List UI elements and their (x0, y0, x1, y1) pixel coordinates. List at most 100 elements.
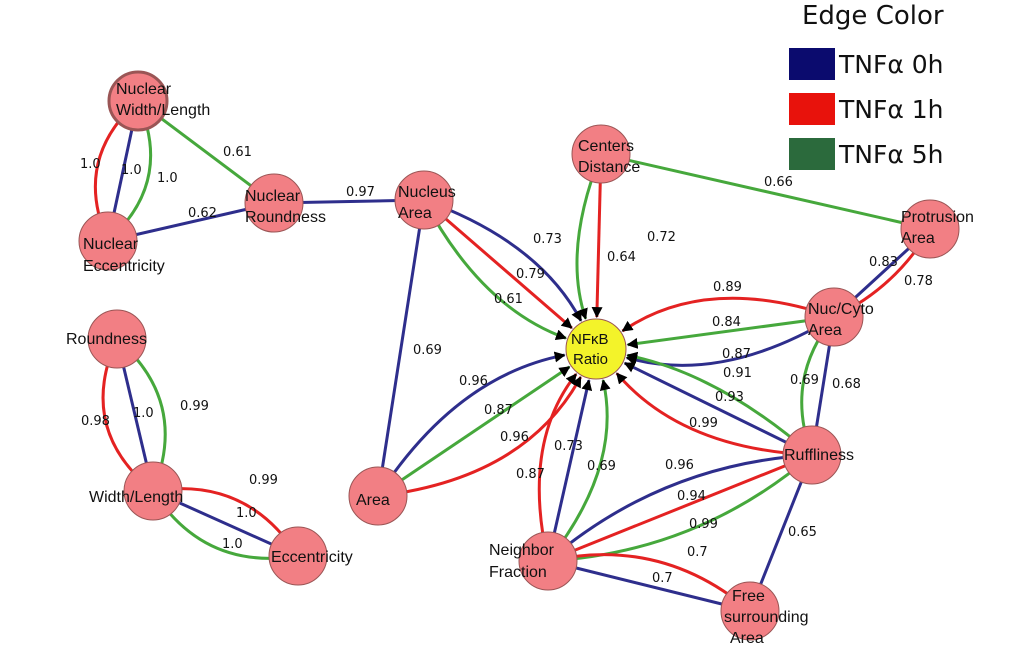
node-label-na-0: Nucleus (398, 184, 456, 201)
edge-weight-label-pa-nca-h0: 0.83 (869, 255, 898, 270)
edge-weight-label-nf-nfkb-h0: 0.73 (554, 439, 583, 454)
node-cd (571, 124, 631, 184)
edge-ruf-nfkb-h0 (623, 361, 813, 457)
legend-swatch-5h (789, 138, 835, 170)
edge-weight-label-area-nfkb-h1: 0.96 (459, 374, 488, 389)
node-label-pa-1: Area (901, 230, 935, 247)
node-label-cd-1: Distance (578, 159, 640, 176)
edge-ruf-nfkb-h5 (626, 351, 813, 457)
edge-weight-label-nca-ruf-h0: 0.68 (832, 377, 861, 392)
edge-ruf-nf-h5 (547, 453, 813, 563)
edge-weight-label-ruf-fsa-h0: 0.65 (788, 525, 817, 540)
edge-weight-label-cd-nfkb-h1: 0.64 (607, 250, 636, 265)
node-label-na-1: Area (398, 205, 432, 222)
node-na (394, 170, 454, 230)
edge-weight-label-ruf-nf-h1: 0.94 (677, 489, 706, 504)
node-label-ne-0: Nuclear (83, 236, 139, 253)
legend-label-0h: TNFα 0h (838, 50, 944, 79)
node-label-area-0: Area (356, 492, 390, 509)
node-label-nwl-0: Nuclear (116, 81, 172, 98)
edge-weight-label-nr-na-h0: 0.97 (346, 185, 375, 200)
edge-nf-fsa-h0 (547, 559, 751, 613)
node-ne (78, 211, 138, 271)
edge-weight-label-fsa-nf-h1: 0.7 (687, 545, 708, 560)
edge-weight-label-ne-nr-h0: 0.62 (188, 206, 217, 221)
node-label-pa-0: Protrusion (901, 209, 974, 226)
edge-weight-label-na-nfkb-h1: 0.79 (516, 267, 545, 282)
edge-weight-label-wl-ecc-h5: 1.0 (222, 537, 243, 552)
edge-weight-label-nwl-ne-h1: 1.0 (157, 171, 178, 186)
edge-ruf-nf-h0 (547, 453, 813, 563)
legend-label-1h: TNFα 1h (838, 95, 944, 124)
node-label-nca-0: Nuc/Cyto (808, 301, 874, 318)
node-label-cd-0: Centers (578, 138, 634, 155)
nodes-layer (78, 70, 960, 641)
node-label-nf-1: Fraction (489, 564, 547, 581)
edge-weight-label-nwl-nr-h5: 0.61 (223, 145, 252, 160)
edge-area-nfkb-h5 (377, 365, 571, 498)
node-nf (518, 531, 578, 591)
node-area (348, 466, 408, 526)
node-label-wl-0: Width/Length (89, 489, 183, 506)
node-nca (804, 287, 864, 347)
edge-weight-label-rnd-wl-h5: 0.98 (81, 414, 110, 429)
node-label-nfkb-1: Ratio (573, 351, 608, 368)
legend-swatch-0h (789, 48, 835, 80)
edge-weight-label-ruf-nf-h5: 0.99 (689, 517, 718, 532)
node-ruf (782, 425, 842, 485)
node-label-nf-0: Neighbor (489, 542, 555, 559)
edge-weight-label-na-nfkb-h0: 0.61 (494, 292, 523, 307)
edge-nca-nfkb-h1 (621, 296, 835, 333)
edge-cd-pa-h5 (600, 152, 931, 231)
node-label-ruf-0: Ruffliness (784, 447, 854, 464)
edge-weight-label-wl-ecc-h1: 0.99 (249, 473, 278, 488)
edge-weight-label-nca-ruf-h5: 0.69 (790, 373, 819, 388)
node-label-nr-1: Roundness (245, 209, 326, 226)
node-label-rnd-0: Roundness (66, 331, 147, 348)
edge-weight-label-ruf-nfkb-h1: 0.99 (689, 416, 718, 431)
edge-weight-label-na-area-h0: 0.69 (413, 343, 442, 358)
edge-weight-label-ruf-nfkb-h5: 0.91 (723, 366, 752, 381)
node-ecc (268, 526, 328, 586)
node-rnd (87, 309, 147, 369)
node-nfkb (565, 318, 627, 380)
edge-weight-label-ruf-nfkb-h0: 0.93 (715, 390, 744, 405)
edge-weight-label-area-nfkb-h0: 0.96 (500, 430, 529, 445)
node-nr (244, 173, 304, 233)
edge-weight-label-nwl-ne-h5: 1.0 (80, 157, 101, 172)
edge-weight-label-nf-nfkb-h5: 0.87 (516, 467, 545, 482)
edge-color-legend: Edge Color TNFα 0h TNFα 1h TNFα 5h (789, 1, 944, 170)
node-label-nwl-1: Width/Length (116, 102, 210, 119)
node-label-nca-1: Area (808, 322, 842, 339)
edge-weight-label-nwl-ne-h0: 1.0 (121, 163, 142, 178)
node-label-nfkb-0: NFκB (571, 331, 609, 348)
edge-na-area-h0 (376, 199, 426, 497)
edge-weight-label-na-nfkb-h5: 0.73 (533, 232, 562, 247)
edge-weight-label-nca-nfkb-h0: 0.87 (722, 347, 751, 362)
node-label-nr-0: Nuclear (245, 188, 301, 205)
edge-weight-label-pa-nca-h1: 0.78 (904, 274, 933, 289)
node-label-ne-1: Eccentricity (83, 258, 165, 275)
edge-nca-nfkb-h0 (625, 315, 835, 367)
edge-area-nfkb-h1 (377, 376, 582, 498)
edge-weight-label-wl-ecc-h0: 1.0 (236, 506, 257, 521)
node-wl (123, 461, 183, 521)
edge-ruf-nf-h1 (547, 453, 813, 563)
edge-weight-label-nca-nfkb-h5: 0.84 (712, 315, 741, 330)
edge-weight-label-cd-pa-h5: 0.66 (764, 175, 793, 190)
legend-swatch-1h (789, 93, 835, 125)
node-fsa (720, 581, 780, 641)
edge-weight-label-rnd-wl-h0: 1.0 (133, 406, 154, 421)
node-nwl (107, 70, 169, 132)
node-label-fsa-0: Free (732, 588, 765, 605)
legend-title: Edge Color (802, 1, 944, 31)
edge-labels-layer: 1.0 1.0 1.0 0.61 0.62 0.97 0.73 0.79 0.61 0.69 0.6… (80, 145, 933, 586)
edge-weight-label-ruf-nf-h0: 0.96 (665, 458, 694, 473)
edge-weight-label-area-nfkb-h5: 0.87 (484, 403, 513, 418)
legend-label-5h: TNFα 5h (838, 140, 944, 169)
edge-ruf-nfkb-h1 (615, 372, 813, 457)
labels-layer: NuclearWidth/LengthNuclearRoundnessNucle… (66, 81, 974, 647)
edge-weight-label-cd-nfkb-h5: 0.72 (647, 230, 676, 245)
edge-weight-label-nf-nfkb-h1: 0.69 (587, 459, 616, 474)
edge-weight-label-nf-fsa-h0: 0.7 (652, 571, 673, 586)
